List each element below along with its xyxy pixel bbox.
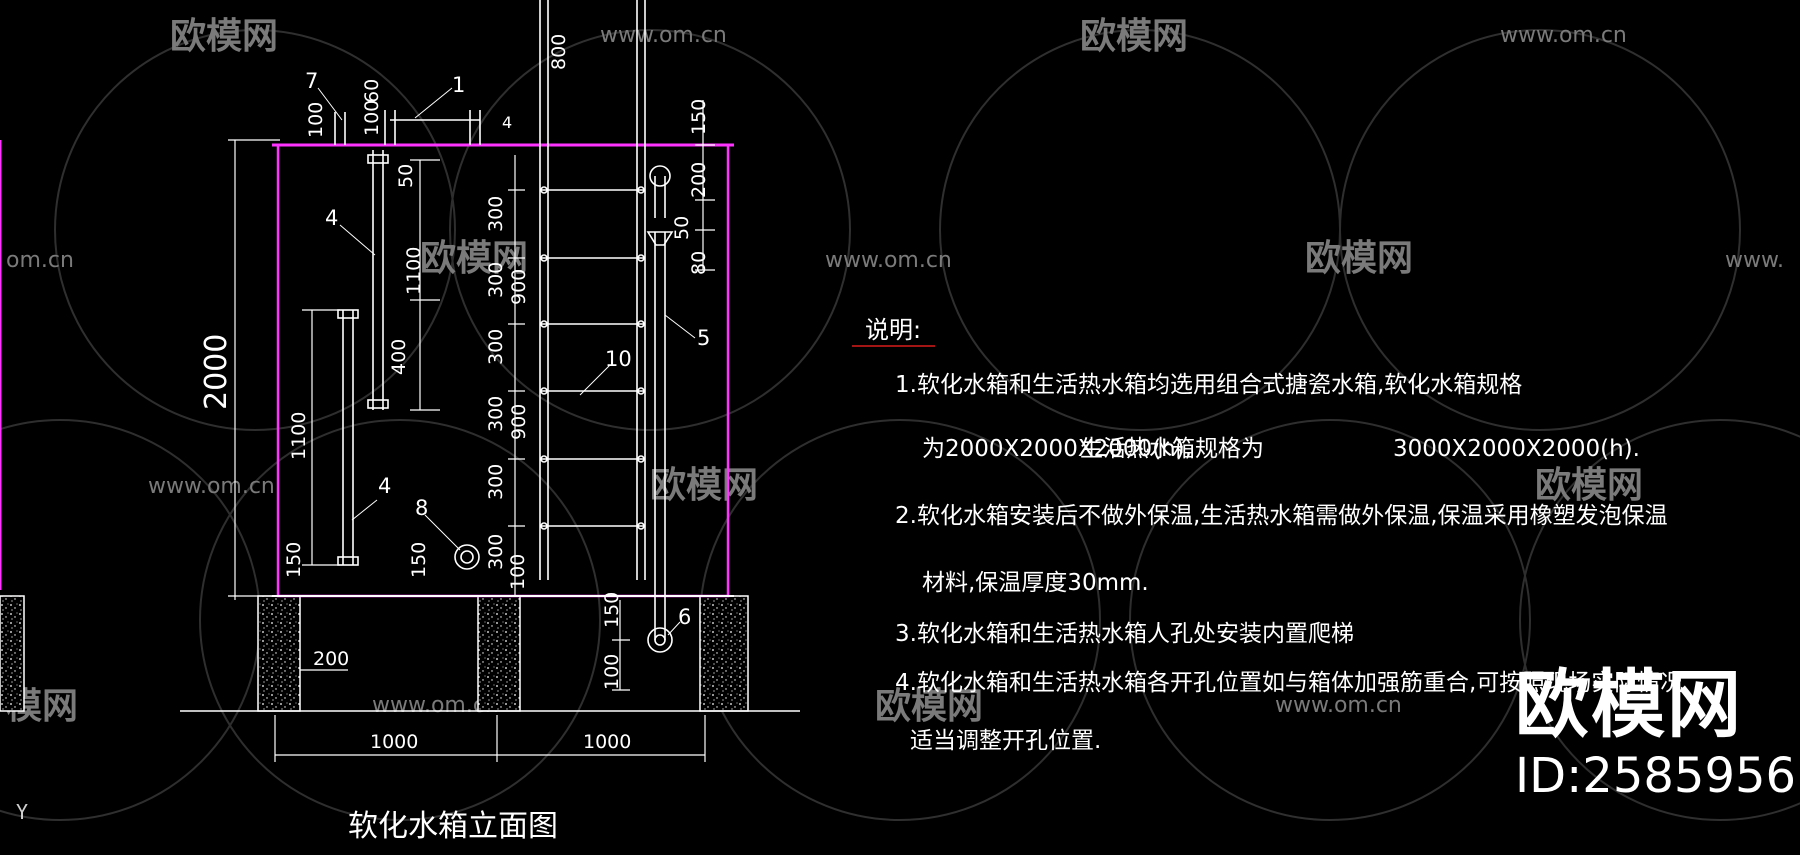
dim-right-200: 200 [688,162,710,198]
notes-block: 说明: 1.软化水箱和生活热水箱均选用组合式搪瓷水箱,软化水箱规格 为2000X… [865,316,1683,754]
dim-height-total: 2000 [199,334,234,410]
note-4b: 适当调整开孔位置. [910,728,1101,754]
internal-ladder [539,0,646,580]
dim-base-200: 200 [313,648,349,670]
dim-base-1000b: 1000 [583,731,631,753]
wm-brand-1: 欧模网 [170,16,278,57]
watermark-circles [0,29,1800,821]
wm-brand-2: 欧模网 [1080,16,1188,57]
wm-url-8: www.om.cn [1275,693,1402,718]
wm-url-6: www.om.cn [148,474,275,499]
tank-body [0,140,734,598]
pier-right [699,595,749,712]
dim-inner-1100: 1100 [403,247,425,295]
dim-ladder-900a: 900 [508,269,530,305]
note-1b: 为2000X2000X2000(h), [922,436,1192,462]
wm-brand-8: 欧模网 [875,686,983,727]
dim-right-50: 50 [671,216,693,240]
dim-ladder-300d: 300 [485,396,507,432]
wm-url-1: www.om.cn [600,23,727,48]
note-1a: 1.软化水箱和生活热水箱均选用组合式搪瓷水箱,软化水箱规格 [895,372,1522,398]
dim-ladder-900b: 900 [508,404,530,440]
dim-ladder-100: 100 [507,554,529,590]
callout-10: 10 [605,347,632,371]
callout-4a: 4 [502,113,512,132]
dimension-texts: 2000 100 100 60 800 150 200 50 80 50 110… [199,34,710,753]
dim-ladder-300f: 300 [485,534,507,570]
wm-brand-4: 欧模网 [1305,238,1413,279]
note-2a: 2.软化水箱安装后不做外保温,生活热水箱需做外保温,保温采用橡塑发泡保温 [895,503,1668,529]
drawing-title: 软化水箱立面图 [348,809,558,844]
callout-4b: 4 [325,206,338,230]
dim-top-800: 800 [548,34,570,70]
pipes [334,110,674,653]
dim-ladder-300a: 300 [485,196,507,232]
dim-inner-50: 50 [395,164,417,188]
foundation-piers [0,595,800,712]
dim-top-60: 60 [361,79,383,103]
note-1d: 3000X2000X2000(h). [1393,436,1640,462]
callout-1: 1 [452,73,465,97]
pier-left [257,595,301,712]
leader-lines [317,87,696,636]
note-4a: 4.软化水箱和生活热水箱各开孔位置如与箱体加强筋重合,可按照现场实际情况 [895,670,1683,696]
note-3: 3.软化水箱和生活热水箱人孔处安装内置爬梯 [895,621,1354,647]
dim-right-80: 80 [688,251,710,275]
wm-url-2: www.om.cn [1500,23,1627,48]
dim-ladder-300e: 300 [485,464,507,500]
dim-top-100b: 100 [361,100,383,136]
dim-bottom-150c: 150 [601,592,623,628]
callout-7: 7 [305,69,318,93]
pier-mid [477,595,521,712]
dim-base-1000a: 1000 [370,731,418,753]
wm-url-3: om.cn [6,248,74,273]
wm-brand-5: 欧模网 [650,465,758,506]
callout-numbers: 7 1 4 4 10 5 4 8 6 [305,69,710,629]
dim-inner-400: 400 [388,339,410,375]
wm-url-4: www.om.cn [825,248,952,273]
callout-5: 5 [697,326,710,350]
dim-ladder-300c: 300 [485,329,507,365]
callout-6: 6 [678,605,691,629]
dim-bottom-150a: 150 [283,542,305,578]
wm-url-5: www. [1725,248,1784,273]
notes-heading: 说明: [865,316,921,344]
dim-left-1100: 1100 [288,412,310,460]
note-2b: 材料,保温厚度30mm. [922,570,1149,596]
dim-ladder-300b: 300 [485,262,507,298]
axis-y-label: Y [16,800,29,824]
dim-bottom-100: 100 [601,654,623,690]
dimension-lines [228,100,935,762]
dim-top-100a: 100 [305,102,327,138]
dim-right-150: 150 [688,99,710,135]
watermark-logo: 欧模网 [1515,662,1743,748]
callout-8: 8 [415,496,428,520]
watermark-id: ID:2585956 [1515,748,1797,804]
pier-edge [0,595,25,712]
callout-4c: 4 [378,474,391,498]
dim-bottom-150b: 150 [408,542,430,578]
note-1c: 生活热水箱规格为 [1080,436,1264,462]
watermark-texts: 欧模网 www.om.cn 欧模网 www.om.cn om.cn 欧模网 ww… [6,16,1784,727]
wm-brand-6: 欧模网 [1535,465,1643,506]
